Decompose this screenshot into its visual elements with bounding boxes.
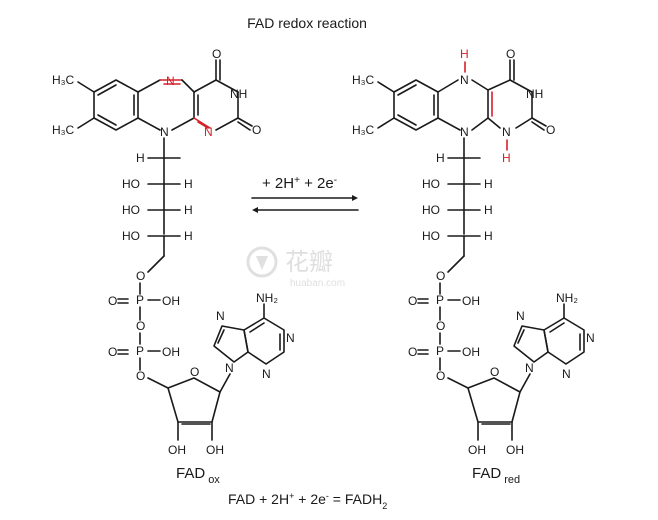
reaction-conditions: + 2H+ + 2e- (262, 175, 337, 193)
ring-n-5: N (166, 74, 175, 88)
phosphate-oh-2-red: OH (462, 345, 480, 359)
adenine-n7-red: N (516, 309, 525, 323)
chain-h-2-red: H (484, 177, 493, 191)
chain-ho-3-red: HO (422, 229, 440, 243)
bridge-o: O (136, 319, 145, 333)
bridge-o-red: O (436, 319, 445, 333)
adenine-n9-red: N (525, 361, 534, 375)
reverse-arrow-icon (252, 207, 359, 213)
chain-ho-3: HO (122, 229, 140, 243)
carbonyl-o-right-red: O (546, 123, 555, 137)
adenine-n1-red: N (586, 331, 595, 345)
adenine-n9: N (225, 361, 234, 375)
chain-ho-2: HO (122, 203, 140, 217)
adenine-n3: N (262, 367, 271, 381)
chain-h-4-red: H (484, 229, 493, 243)
ribose-o: O (190, 365, 199, 379)
overall-equation: FAD + 2H+ + 2e- = FADH2 (228, 491, 387, 511)
watermark-brand: 花瓣 (285, 249, 333, 276)
chain-ho-1: HO (122, 177, 140, 191)
chain-h-4: H (184, 229, 193, 243)
adenine-nh2-red: NH₂ (556, 291, 578, 305)
svg-text:+ 2H+ + 2e-: + 2H+ + 2e- (262, 175, 337, 193)
chain-h-3: H (184, 203, 193, 217)
carbonyl-o-top: O (212, 47, 221, 61)
phosphate-o-1: O (108, 294, 117, 308)
watermark-site: huaban.com (290, 278, 345, 289)
adenine-n3-red: N (562, 367, 571, 381)
methyl-label-1: H₃C (52, 73, 75, 87)
adenine-n1: N (286, 331, 295, 345)
chain-h-1: H (136, 151, 145, 165)
added-h-n5: H (460, 47, 469, 61)
fad-red-subscript: red (504, 474, 520, 486)
added-h-n1: H (502, 151, 511, 165)
fad-ox-molecule: H₃C H₃C N N O NH O N H H H (52, 47, 295, 457)
ring-nh: NH (230, 87, 247, 101)
watermark: 花瓣 huaban.com (246, 246, 345, 289)
ribose-oh-2: OH (206, 443, 224, 457)
watermark-logo-icon (246, 246, 278, 278)
ribose-oh-2-red: OH (506, 443, 524, 457)
reaction-h-text: + 2H (262, 175, 294, 192)
ether-o-1-red: O (436, 269, 445, 283)
phosphate-p-1: P (136, 293, 144, 307)
phosphate-p-1-red: P (436, 293, 444, 307)
fad-red-molecule: H₃C H₃C N H N O NH O N H H H H H (352, 47, 595, 457)
phosphate-oh-1: OH (162, 294, 180, 308)
adenine-nh2: NH₂ (256, 291, 278, 305)
carbonyl-o-right: O (252, 123, 261, 137)
ether-o-2-red: O (436, 369, 445, 383)
methyl-label-3: H₃C (352, 73, 375, 87)
fad-ox-subscript: ox (208, 474, 220, 486)
ring-n-10: N (160, 125, 169, 139)
methyl-label-2: H₃C (52, 123, 75, 137)
forward-arrow-icon (251, 195, 358, 201)
phosphate-o-2: O (108, 345, 117, 359)
chain-h-2: H (184, 177, 193, 191)
ring-n-1: N (204, 125, 213, 139)
ring-n-5-red: N (460, 73, 469, 87)
chain-h-1-red: H (436, 151, 445, 165)
carbonyl-o-top-red: O (506, 47, 515, 61)
reaction-h-charge: + (294, 175, 300, 186)
ether-o-1: O (136, 269, 145, 283)
chain-ho-2-red: HO (422, 203, 440, 217)
adenine-n7: N (216, 309, 225, 323)
reaction-e-charge: - (334, 175, 337, 186)
ribose-oh-1: OH (168, 443, 186, 457)
ring-nh-red: NH (526, 87, 543, 101)
ring-n-10-red: N (460, 125, 469, 139)
phosphate-oh-1-red: OH (462, 294, 480, 308)
ribose-o-red: O (490, 365, 499, 379)
phosphate-o-1-red: O (408, 294, 417, 308)
chain-h-3-red: H (484, 203, 493, 217)
phosphate-p-2: P (136, 344, 144, 358)
phosphate-p-2-red: P (436, 344, 444, 358)
phosphate-oh-2: OH (162, 345, 180, 359)
ring-n-1-red: N (502, 125, 511, 139)
reaction-e-text: + 2e (300, 175, 334, 192)
diagram-title: FAD redox reaction (247, 15, 367, 31)
ribose-oh-1-red: OH (468, 443, 486, 457)
chain-ho-1-red: HO (422, 177, 440, 191)
methyl-label-4: H₃C (352, 123, 375, 137)
phosphate-o-2-red: O (408, 345, 417, 359)
ether-o-2: O (136, 369, 145, 383)
